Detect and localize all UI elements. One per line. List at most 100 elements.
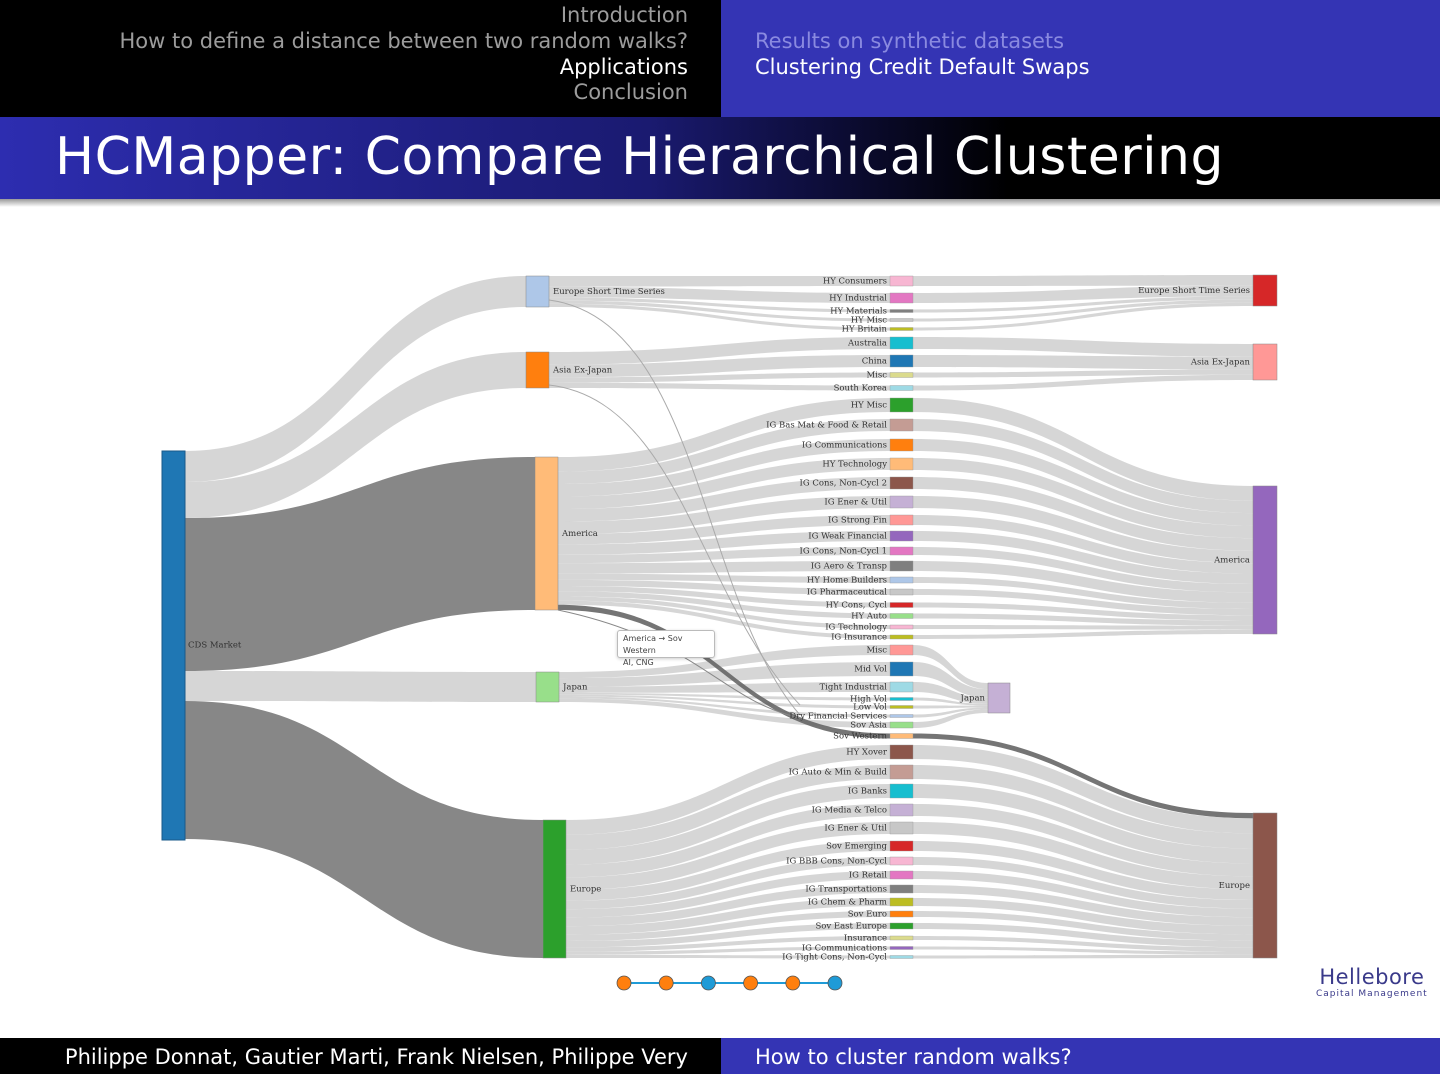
- link-left-0: [549, 276, 890, 287]
- link-left-41: [566, 885, 890, 927]
- nav-dot[interactable]: [616, 975, 632, 991]
- node-leaf: [889, 946, 914, 950]
- node-leaf: [889, 856, 914, 866]
- nav-dot[interactable]: [658, 975, 674, 991]
- nav-section-applications[interactable]: Applications: [559, 55, 688, 79]
- link-right-34: [913, 765, 1253, 849]
- link-root-0: [185, 276, 526, 482]
- link-left-42: [566, 898, 890, 935]
- node-label-leaf: Sov Euro: [848, 910, 887, 920]
- link-right-38: [913, 841, 1253, 900]
- node-leaf: [889, 397, 914, 413]
- node-label-leaf: HY Cons, Cycl: [826, 601, 888, 611]
- link-thin: [557, 609, 801, 719]
- node-label-leaf: Australia: [847, 339, 887, 349]
- title-shadow: [0, 199, 1440, 207]
- nav-dot[interactable]: [743, 975, 758, 991]
- node-label-right-cluster: Europe Short Time Series: [1138, 286, 1250, 296]
- node-label-leaf: Misc: [866, 371, 887, 381]
- nav-dot[interactable]: [785, 975, 801, 991]
- link-left-27: [559, 682, 890, 693]
- tooltip-line-2: AI, CNG: [623, 658, 654, 667]
- node-label-leaf: HY Industrial: [829, 294, 887, 304]
- link-left-17: [558, 547, 890, 564]
- node-label-left-cluster: Japan: [562, 683, 588, 693]
- node-label-leaf: Low Vol: [853, 703, 887, 713]
- node-leaf: [889, 576, 914, 584]
- link-left-21: [558, 586, 890, 608]
- node-leaf: [889, 624, 914, 630]
- node-label-leaf: HY Technology: [822, 460, 887, 470]
- node-leaf: [889, 514, 914, 526]
- link-left-39: [566, 857, 890, 910]
- link-left-40: [566, 871, 890, 918]
- link-right-14: [913, 496, 1253, 564]
- node-leaf: [889, 560, 914, 572]
- node-label-right-cluster: Japan: [960, 694, 986, 704]
- nav-dot[interactable]: [827, 975, 843, 991]
- node-left-cluster: [542, 819, 567, 959]
- link-right-33: [913, 745, 1253, 834]
- link-left-6: [549, 355, 890, 378]
- nav-subsection-synthetic[interactable]: Results on synthetic datasets: [755, 29, 1065, 53]
- node-label-leaf: IG Aero & Transp: [811, 562, 888, 572]
- nav-section-introduction[interactable]: Introduction: [560, 3, 688, 27]
- node-label-leaf: IG Strong Fin: [828, 516, 888, 526]
- node-leaf: [889, 764, 914, 780]
- node-leaf: [889, 935, 914, 941]
- node-label-leaf: IG Communications: [802, 944, 887, 954]
- section-navigation: Introduction How to define a distance be…: [0, 0, 721, 117]
- nav-section-conclusion[interactable]: Conclusion: [573, 80, 688, 104]
- node-right-cluster: [1252, 274, 1278, 307]
- node-label-leaf: China: [862, 357, 887, 367]
- node-label-leaf: Dry Financial Services: [789, 712, 887, 722]
- link-right-29: [913, 705, 988, 709]
- node-label-leaf: IG Media & Telco: [812, 806, 887, 816]
- node-leaf: [889, 292, 914, 304]
- node-label-leaf: Insurance: [844, 934, 887, 944]
- node-leaf: [889, 744, 914, 760]
- link-right-36: [913, 804, 1253, 877]
- node-leaf: [889, 318, 914, 322]
- node-label-left-cluster: Europe Short Time Series: [553, 287, 665, 297]
- link-left-32: [558, 604, 890, 739]
- nav-section-distance[interactable]: How to define a distance between two ran…: [119, 29, 689, 53]
- node-leaf: [889, 840, 914, 852]
- link-left-15: [558, 515, 890, 545]
- node-label-left-cluster: Asia Ex-Japan: [552, 366, 613, 376]
- node-leaf: [889, 783, 914, 799]
- link-root-4: [185, 701, 543, 958]
- node-label-leaf: IG Technology: [825, 623, 887, 633]
- link-right-18: [913, 561, 1253, 603]
- link-right-42: [913, 898, 1253, 935]
- node-label-leaf: HY Materials: [830, 307, 887, 317]
- node-label-leaf: Sov Western: [833, 732, 887, 742]
- node-label-leaf: IG Auto & Min & Build: [789, 768, 888, 778]
- link-right-1: [913, 285, 1253, 303]
- link-right-17: [913, 547, 1253, 593]
- link-right-37: [913, 822, 1253, 890]
- link-right-2: [913, 296, 1253, 313]
- link-left-36: [566, 804, 890, 878]
- node-label-leaf: HY Auto: [851, 612, 887, 622]
- link-left-14: [558, 496, 890, 535]
- node-leaf: [889, 697, 914, 701]
- link-right-40: [913, 871, 1253, 918]
- node-label-leaf: High Vol: [850, 695, 887, 705]
- node-leaf: [889, 870, 914, 880]
- nav-subsection-cds[interactable]: Clustering Credit Default Swaps: [755, 55, 1090, 79]
- link-right-28: [913, 697, 988, 706]
- link-left-37: [566, 822, 890, 891]
- node-label-leaf: IG Weak Financial: [808, 532, 887, 542]
- link-left-7: [549, 372, 890, 383]
- link-left-9: [558, 398, 890, 472]
- node-leaf: [889, 602, 914, 608]
- node-left-cluster: [525, 275, 550, 308]
- link-left-30: [559, 696, 890, 718]
- node-cds-market: [161, 450, 186, 841]
- node-label-leaf: IG Retail: [849, 871, 887, 881]
- nav-dot[interactable]: [701, 975, 716, 991]
- node-leaf: [889, 897, 914, 907]
- node-leaf: [889, 372, 914, 378]
- node-label-leaf: IG Chem & Pharm: [808, 898, 887, 908]
